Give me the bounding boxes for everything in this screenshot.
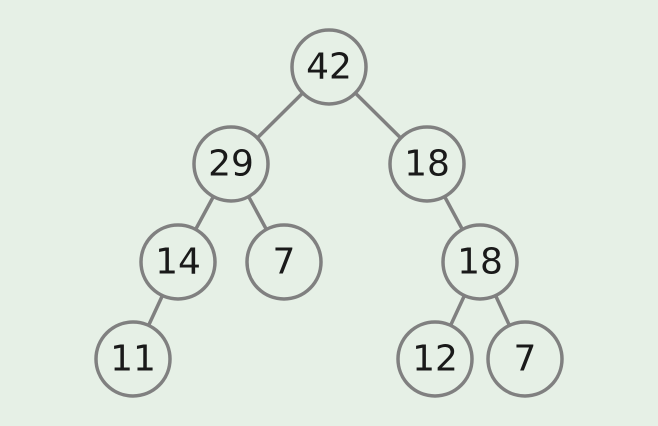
node-circle bbox=[396, 320, 474, 398]
node-circle bbox=[245, 223, 323, 301]
tree-node-r: 18 bbox=[388, 125, 466, 203]
node-value: 18 bbox=[404, 144, 450, 185]
node-circle bbox=[441, 223, 519, 301]
tree-edges bbox=[131, 65, 527, 360]
tree-nodes: 42 29 18 14 7 18 11 12 bbox=[94, 28, 564, 398]
node-value: 42 bbox=[306, 47, 352, 88]
node-value: 7 bbox=[273, 242, 296, 283]
node-value: 29 bbox=[208, 144, 254, 185]
tree-node-lr: 7 bbox=[245, 223, 323, 301]
node-value: 18 bbox=[457, 242, 503, 283]
node-circle bbox=[388, 125, 466, 203]
tree-node-rrr: 7 bbox=[486, 320, 564, 398]
node-value: 11 bbox=[110, 339, 156, 380]
tree-node-ll: 14 bbox=[139, 223, 217, 301]
node-value: 7 bbox=[514, 339, 537, 380]
node-value: 12 bbox=[412, 339, 458, 380]
node-circle bbox=[290, 28, 368, 106]
tree-node-rrl: 12 bbox=[396, 320, 474, 398]
node-circle bbox=[139, 223, 217, 301]
tree-node-rr: 18 bbox=[441, 223, 519, 301]
tree-node-root: 42 bbox=[290, 28, 368, 106]
node-circle bbox=[94, 320, 172, 398]
tree-node-l: 29 bbox=[192, 125, 270, 203]
node-circle bbox=[192, 125, 270, 203]
node-circle bbox=[486, 320, 564, 398]
tree-node-lll: 11 bbox=[94, 320, 172, 398]
node-value: 14 bbox=[155, 242, 201, 283]
